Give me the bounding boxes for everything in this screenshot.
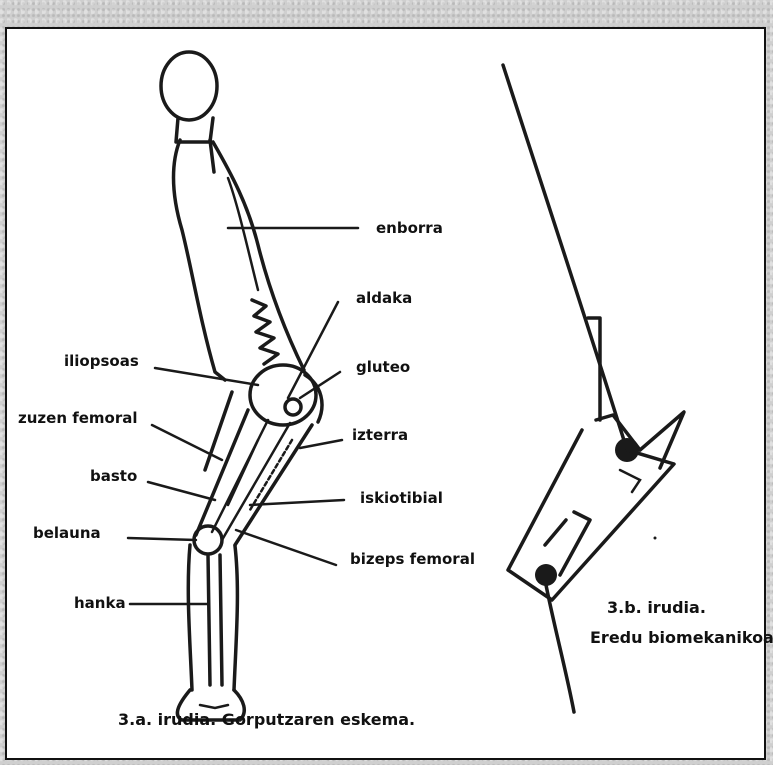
- label-enborra: enborra: [376, 219, 443, 237]
- hip-joint: [285, 399, 301, 415]
- calf-back: [234, 546, 237, 690]
- neck: [176, 118, 213, 142]
- hamstring-muscle: [250, 440, 292, 510]
- trunk-segment: [503, 65, 627, 450]
- femur-line-2: [222, 423, 290, 540]
- tibia-1: [208, 555, 210, 685]
- knee-joint-model: [535, 564, 557, 586]
- caption-figure-b-line1: 3.b. irudia.: [607, 598, 706, 617]
- thigh-strut: [545, 520, 566, 545]
- lumbar-vertebrae: [252, 300, 278, 364]
- head: [161, 52, 217, 120]
- label-bizeps-femoral: bizeps femoral: [350, 550, 475, 568]
- label-gluteo: gluteo: [356, 358, 410, 376]
- label-belauna: belauna: [33, 524, 101, 542]
- hip-detail: [620, 470, 640, 492]
- human-body-schema: [161, 52, 322, 720]
- caption-figure-b-line2: Eredu biomekanikoa.: [590, 628, 773, 647]
- torso-back: [213, 142, 304, 370]
- leader-lines-a: [128, 228, 358, 604]
- leader-belauna: [128, 538, 196, 540]
- label-izterra: izterra: [352, 426, 408, 444]
- tibia-2: [220, 555, 222, 685]
- label-aldaka: aldaka: [356, 289, 412, 307]
- shank-segment: [546, 585, 574, 712]
- label-iliopsoas: iliopsoas: [64, 352, 139, 370]
- label-iskiotibial: iskiotibial: [360, 489, 443, 507]
- shin-front: [188, 545, 192, 690]
- leader-iliopsoas: [155, 368, 258, 385]
- leader-basto: [148, 482, 215, 500]
- torso-front: [174, 140, 226, 380]
- leader-zuzen-femoral: [152, 425, 222, 460]
- thigh-front: [196, 410, 248, 535]
- marker-dot: [654, 537, 657, 540]
- label-basto: basto: [90, 467, 137, 485]
- leader-izterra: [300, 440, 342, 448]
- knee-joint: [194, 526, 222, 554]
- caption-figure-a: 3.a. irudia. Gorputzaren eskema.: [118, 710, 415, 729]
- leader-bizeps-femoral: [236, 530, 336, 565]
- thigh-back: [235, 425, 312, 545]
- label-hanka: hanka: [74, 594, 126, 612]
- label-zuzen-femoral: zuzen femoral: [18, 409, 138, 427]
- foot-bones: [200, 705, 228, 708]
- thigh-segment: [508, 430, 674, 600]
